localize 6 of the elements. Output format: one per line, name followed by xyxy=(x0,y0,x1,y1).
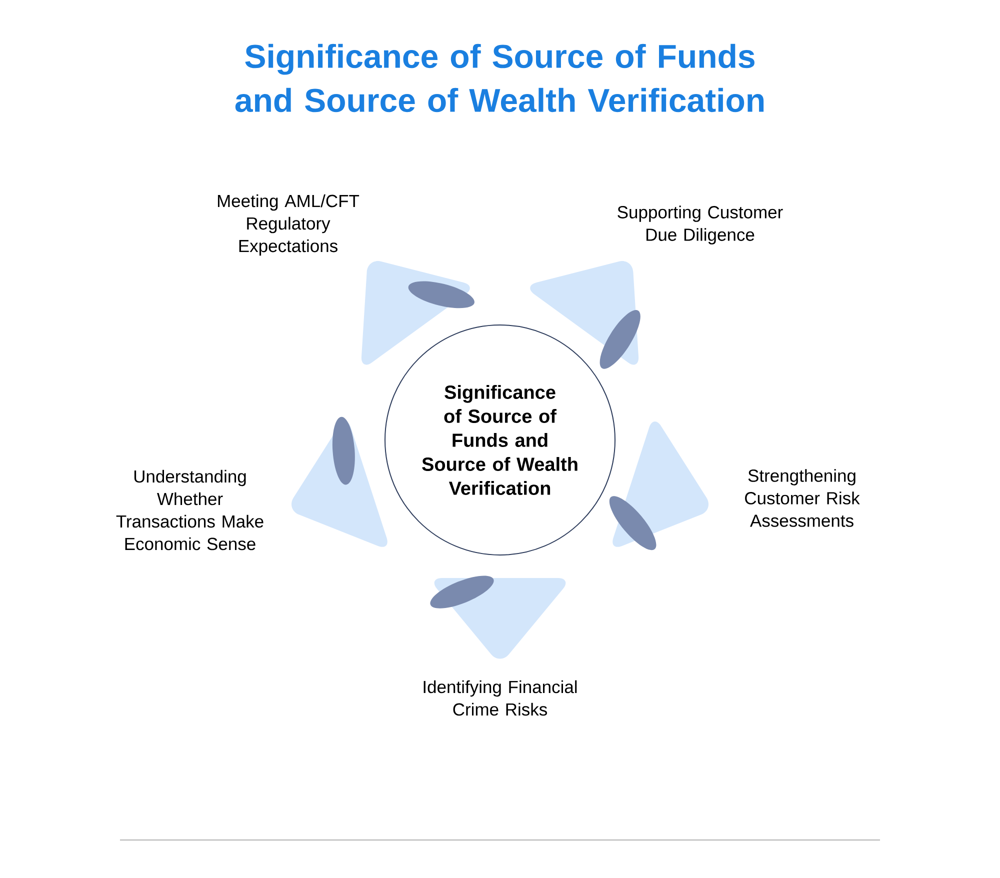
item-label: Strengthening Customer Risk Assessments xyxy=(745,469,860,527)
title: Significance of Source of Funds and Source of Wealth Verification xyxy=(235,44,764,112)
item-label: Meeting AML/CFT Regulatory Expectations xyxy=(218,194,360,256)
item-label: Understanding Whether Transactions Make Economic Sense xyxy=(116,470,264,550)
item-label: Identifying Financial Crime Risks xyxy=(424,680,577,716)
item-label: Supporting Customer Due Diligence xyxy=(618,206,783,244)
